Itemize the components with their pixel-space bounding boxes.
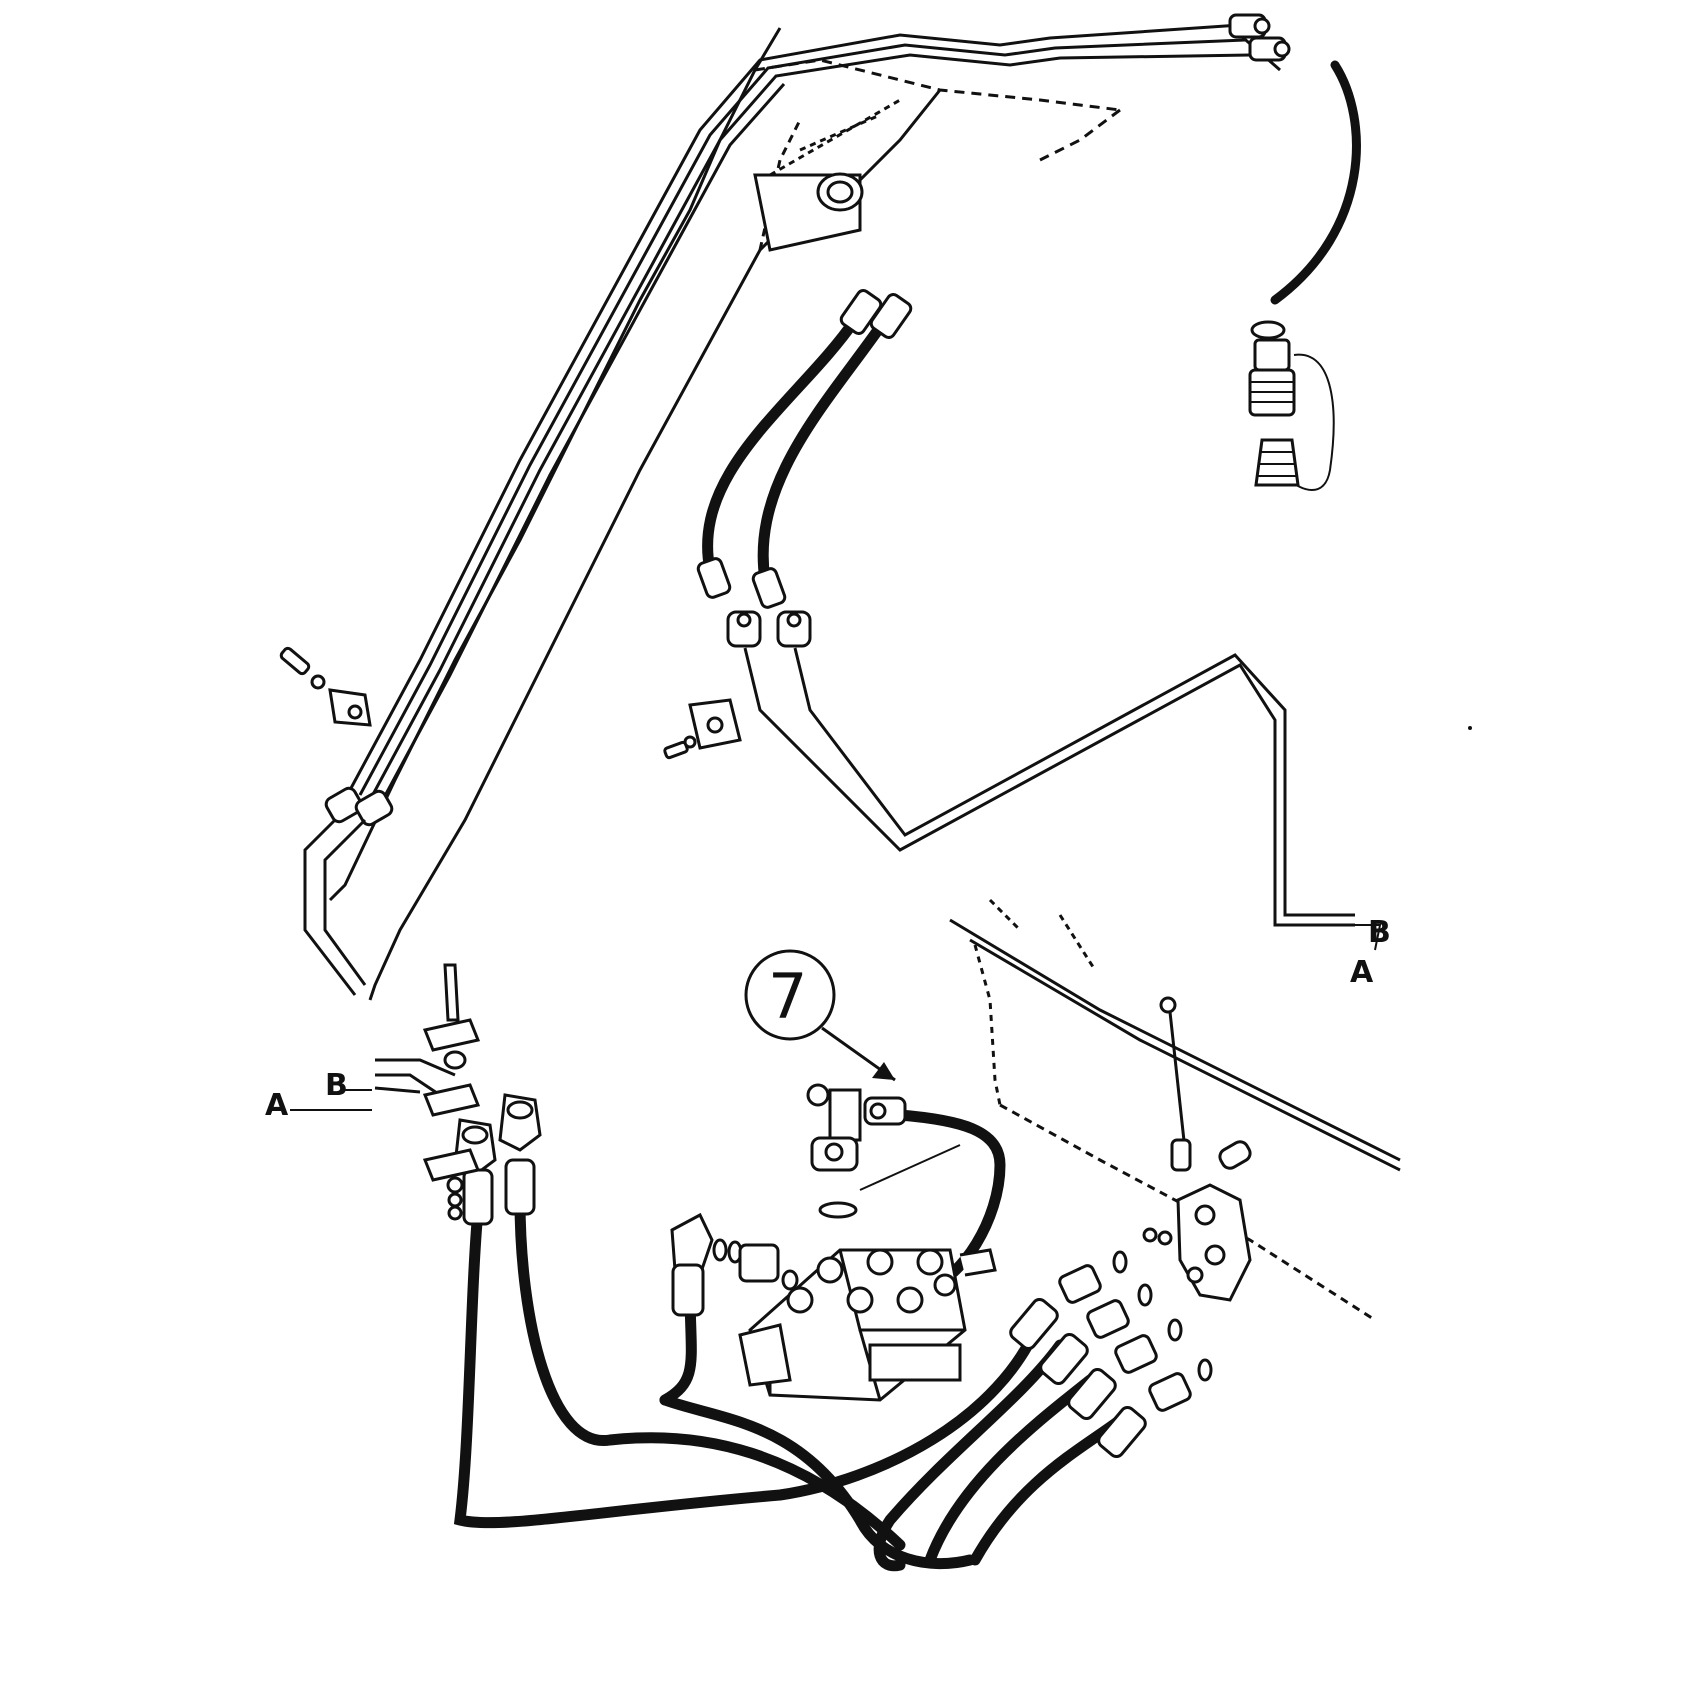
- tractor-frame: [859, 898, 1401, 1322]
- middle-tube-fittings: [726, 610, 812, 648]
- right-manifold: [1142, 1183, 1252, 1302]
- left-mounting-clip: [279, 646, 372, 727]
- lower-hose-ferrules: [1009, 1297, 1147, 1459]
- quick-coupler: [1248, 320, 1335, 491]
- hose-7-fittings: [806, 1083, 907, 1219]
- right-hose: [1270, 60, 1361, 305]
- left-reference-labels: B A: [265, 1068, 372, 1123]
- callout-circle: [744, 949, 836, 1041]
- steel-tube-bundle-arm: [348, 23, 1251, 806]
- ref-label-b-left: B: [325, 1068, 348, 1103]
- left-arm-lower-tubes: [303, 818, 367, 996]
- middle-mounting-clip: [663, 698, 742, 760]
- ref-label-a-left: A: [265, 1088, 289, 1123]
- hose-7: [894, 1109, 1006, 1291]
- adapter-fittings: [1058, 1250, 1213, 1412]
- ref-label-b-right: B: [1368, 915, 1391, 950]
- elbow-fitting-left: [670, 1212, 799, 1291]
- return-hose-ferrule: [671, 1263, 705, 1317]
- boom-plate: [753, 98, 901, 252]
- left-hose-ferrules: [462, 1158, 536, 1226]
- top-right-tube-fittings: [1228, 13, 1291, 62]
- valve-spool-end: [738, 1323, 792, 1387]
- middle-twin-hoses: [702, 314, 891, 586]
- middle-steel-tubes: [743, 647, 1355, 927]
- callout-number: 7: [768, 960, 807, 1033]
- stray-mark: [1468, 726, 1472, 730]
- control-rod: [1159, 996, 1252, 1172]
- dust-cap: [1254, 438, 1300, 487]
- lower-hose-bundle: [453, 1194, 1126, 1572]
- callout-7: 7: [744, 949, 896, 1082]
- ref-label-a-right: A: [1350, 955, 1374, 990]
- middle-hose-ferrules: [696, 289, 913, 609]
- right-reference-labels: B A: [1350, 915, 1391, 990]
- left-arm-tube-fittings: [324, 786, 394, 827]
- left-clamp-stack: [422, 963, 481, 1221]
- control-valve: [748, 1248, 997, 1402]
